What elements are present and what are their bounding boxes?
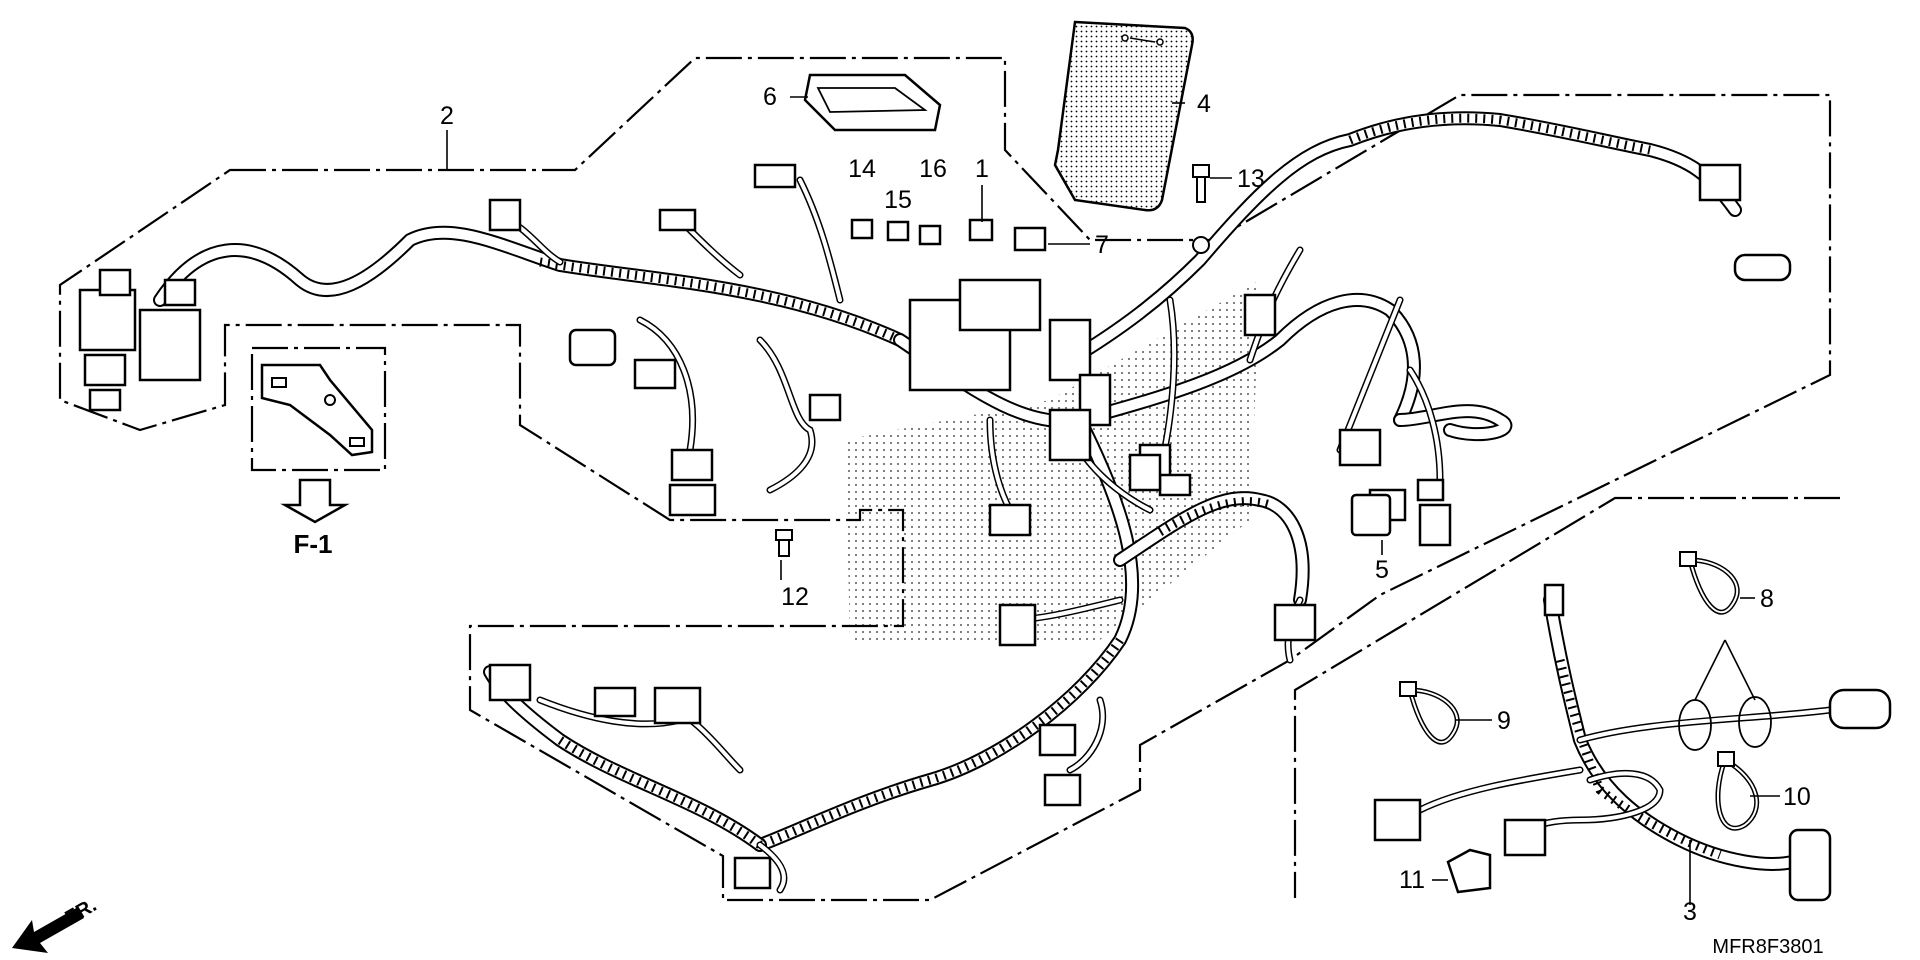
callout-7: 7 (1095, 231, 1109, 259)
callout-3: 3 (1683, 898, 1697, 926)
callout-6: 6 (763, 83, 777, 111)
callout-labels: 1 2 3 4 5 6 7 8 9 10 11 12 13 14 15 16 (440, 83, 1811, 926)
callout-1: 1 (975, 155, 989, 183)
small-relays (850, 218, 1047, 252)
callout-14: 14 (848, 155, 876, 183)
front-arrow-icon: FR. (12, 894, 100, 953)
part-6-box (803, 73, 942, 132)
sub-harness-3 (1373, 583, 1892, 902)
bracket-detail (260, 363, 374, 457)
cable-ties (1399, 551, 1772, 831)
callout-13: 13 (1237, 165, 1265, 193)
harness-connectors (78, 163, 1792, 890)
callout-5: 5 (1375, 556, 1389, 584)
callout-16: 16 (919, 155, 947, 183)
f1-detail-box (250, 346, 387, 472)
part-5-connector (1350, 493, 1392, 537)
callout-12: 12 (781, 583, 809, 611)
callout-2: 2 (440, 102, 454, 130)
callout-8: 8 (1760, 585, 1774, 613)
bolt-13 (1192, 164, 1210, 254)
part-4-cover (1053, 20, 1194, 212)
bolt-12 (775, 529, 793, 557)
diagram-reference-code: MFR8F3801 (1712, 936, 1823, 958)
part-11-clip (1446, 848, 1492, 894)
callout-15: 15 (884, 186, 912, 214)
callout-4: 4 (1197, 90, 1211, 118)
harness-outline-2 (58, 56, 1832, 902)
callout-11: 11 (1399, 866, 1425, 894)
leader-lines (446, 96, 1780, 905)
subkit-outline (1293, 496, 1840, 898)
callout-9: 9 (1497, 707, 1511, 735)
f1-arrow-icon (280, 478, 350, 524)
callout-10: 10 (1783, 783, 1811, 811)
f1-label: F-1 (294, 529, 333, 559)
